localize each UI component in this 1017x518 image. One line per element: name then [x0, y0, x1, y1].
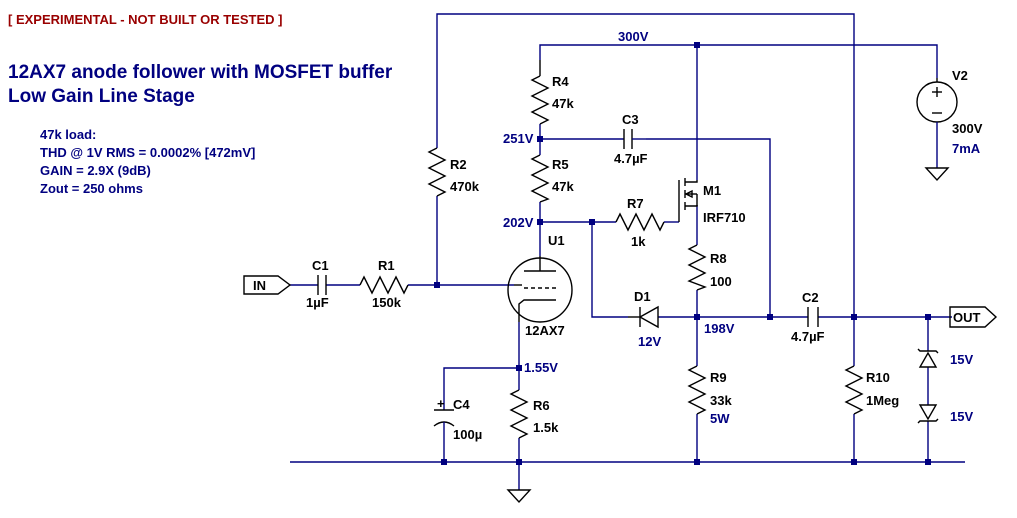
r5-ref: R5: [552, 157, 569, 172]
c4-value: 100µ: [453, 427, 482, 442]
resistor-r10: R10 1Meg: [844, 365, 899, 415]
resistor-r1: R1 150k: [359, 258, 409, 310]
r9-value: 33k: [710, 393, 732, 408]
r5-value: 47k: [552, 179, 574, 194]
r1-value: 150k: [372, 295, 402, 310]
zener-upper-value: 15V: [950, 352, 973, 367]
note-load: 47k load:: [40, 127, 96, 142]
net-label-198v: 198V: [704, 321, 735, 336]
junction-dot: [516, 365, 522, 371]
resistor-r5: R5 47k: [530, 154, 574, 203]
junction-dot: [767, 314, 773, 320]
resistor-r6: R6 1.5k: [509, 389, 559, 439]
net-label-251v: 251V: [503, 131, 534, 146]
junction-dot: [851, 314, 857, 320]
net-label-202v: 202V: [503, 215, 534, 230]
zener-upper: 15V: [917, 348, 973, 368]
r8-value: 100: [710, 274, 732, 289]
junction-dot: [537, 219, 543, 225]
net-label-300v: 300V: [618, 29, 649, 44]
junction-dot: [925, 459, 931, 465]
r4-ref: R4: [552, 74, 569, 89]
c3-value: 4.7µF: [614, 151, 648, 166]
wires: [290, 13, 965, 490]
r10-ref: R10: [866, 370, 890, 385]
input-port-label: IN: [253, 278, 266, 293]
r6-ref: R6: [533, 398, 550, 413]
capacitor-c3: C3 4.7µF: [614, 112, 648, 166]
zener-lower: 15V: [917, 404, 973, 424]
m1-value: IRF710: [703, 210, 746, 225]
v2-value: 300V: [952, 121, 983, 136]
resistor-r8: R8 100: [687, 244, 732, 291]
r9-rating: 5W: [710, 411, 730, 426]
r8-ref: R8: [710, 251, 727, 266]
r4-value: 47k: [552, 96, 574, 111]
junction-dot: [925, 314, 931, 320]
diode-d1: D1 12V: [628, 289, 661, 349]
junctions: [434, 42, 931, 465]
junction-dot: [434, 282, 440, 288]
output-port-label: OUT: [953, 310, 981, 325]
note-gain: GAIN = 2.9X (9dB): [40, 163, 151, 178]
triode-u1: U1 12AX7: [507, 233, 573, 338]
r9-ref: R9: [710, 370, 727, 385]
resistor-r9: R9 33k 5W: [687, 365, 732, 426]
d1-ref: D1: [634, 289, 651, 304]
capacitor-c4: + C4 100µ: [433, 396, 482, 442]
junction-dot: [516, 459, 522, 465]
c2-value: 4.7µF: [791, 329, 825, 344]
mosfet-m1: M1 IRF710: [678, 178, 746, 225]
note-zout: Zout = 250 ohms: [40, 181, 143, 196]
c1-value: 1µF: [306, 295, 329, 310]
u1-ref: U1: [548, 233, 565, 248]
r10-value: 1Meg: [866, 393, 899, 408]
junction-dot: [694, 459, 700, 465]
v2-current: 7mA: [952, 141, 981, 156]
c4-ref: C4: [453, 397, 470, 412]
c1-ref: C1: [312, 258, 329, 273]
output-port: OUT: [949, 306, 998, 328]
ground-symbol: [506, 489, 532, 504]
capacitor-c1: C1 1µF: [306, 258, 329, 310]
junction-dot: [694, 42, 700, 48]
zener-lower-value: 15V: [950, 409, 973, 424]
resistor-r4: R4 47k: [530, 60, 574, 125]
junction-dot: [537, 136, 543, 142]
r1-ref: R1: [378, 258, 395, 273]
d1-value: 12V: [638, 334, 661, 349]
title-line-1: 12AX7 anode follower with MOSFET buffer: [8, 62, 393, 83]
r7-value: 1k: [631, 234, 646, 249]
voltage-source-v2: V2 300V 7mA: [916, 68, 983, 182]
title-line-2: Low Gain Line Stage: [8, 86, 195, 107]
junction-dot: [441, 459, 447, 465]
c4-plus-sign: +: [437, 396, 445, 411]
r2-ref: R2: [450, 157, 467, 172]
resistor-r7: R7 1k: [615, 196, 665, 249]
r7-ref: R7: [627, 196, 644, 211]
note-thd: THD @ 1V RMS = 0.0002% [472mV]: [40, 145, 255, 160]
warning-label: [ EXPERIMENTAL - NOT BUILT OR TESTED ]: [8, 12, 282, 27]
junction-dot: [589, 219, 595, 225]
junction-dot: [851, 459, 857, 465]
c3-ref: C3: [622, 112, 639, 127]
capacitor-c2: C2 4.7µF: [791, 290, 825, 344]
u1-value: 12AX7: [525, 323, 565, 338]
c2-ref: C2: [802, 290, 819, 305]
v2-ref: V2: [952, 68, 968, 83]
resistor-r2: R2 470k: [427, 147, 480, 197]
input-port: IN: [243, 275, 292, 295]
m1-ref: M1: [703, 183, 721, 198]
junction-dot: [694, 314, 700, 320]
r2-value: 470k: [450, 179, 480, 194]
r6-value: 1.5k: [533, 420, 559, 435]
net-label-1-55v: 1.55V: [524, 360, 558, 375]
